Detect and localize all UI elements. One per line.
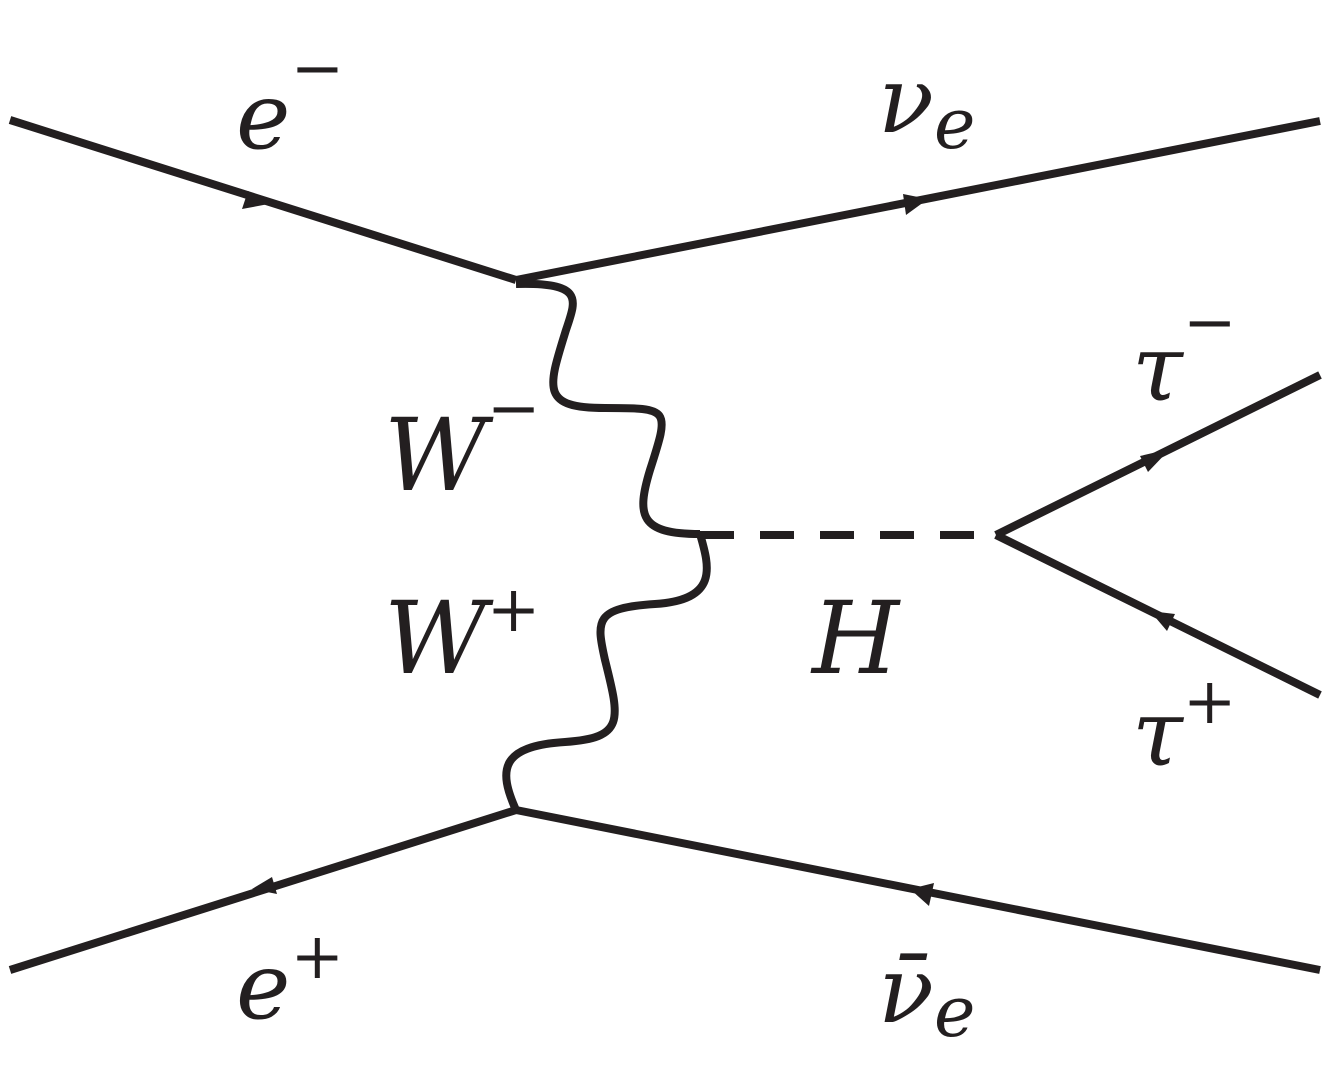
antineutrino-arrow <box>910 883 934 906</box>
tau-minus-label: τ− <box>1132 286 1237 422</box>
antineutrino-label: ν̄e <box>878 937 975 1053</box>
electron-arrow <box>242 191 274 209</box>
w-minus-label: W− <box>384 372 540 514</box>
electron-label: e− <box>236 32 344 170</box>
tau-plus-label: τ+ <box>1132 665 1237 787</box>
w-minus-propagator <box>515 279 701 538</box>
w-plus-propagator <box>502 532 711 812</box>
higgs-label: H <box>810 580 901 697</box>
w-plus-label: W+ <box>384 573 540 697</box>
neutrino-label: νe <box>878 47 975 165</box>
neutrino-arrow <box>903 194 928 215</box>
tau-minus-arrow <box>1140 449 1170 472</box>
positron-label: e+ <box>236 920 344 1040</box>
tau-plus-arrow <box>1150 611 1175 631</box>
positron-arrow <box>252 877 277 894</box>
